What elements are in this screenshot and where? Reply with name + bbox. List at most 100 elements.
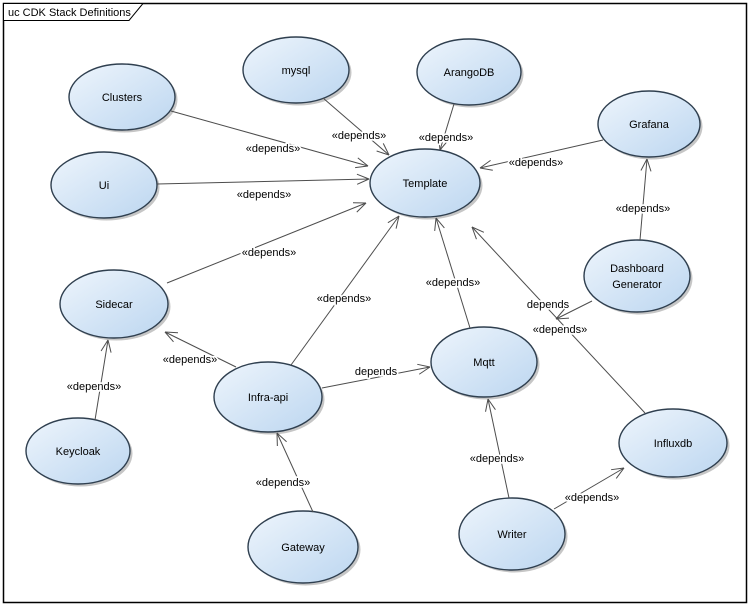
edge-label: «depends» xyxy=(470,453,524,465)
arrowhead-icon xyxy=(646,158,652,172)
arrowhead-icon xyxy=(471,226,477,240)
node-label: Writer xyxy=(497,529,526,541)
edge-writer-influxdb[interactable]: «depends» xyxy=(553,467,625,510)
node-label: Template xyxy=(403,178,448,190)
usecase-writer[interactable]: Writer xyxy=(458,497,568,573)
arrowhead-icon xyxy=(640,158,648,171)
edge-label: «depends» xyxy=(246,143,300,155)
edge-dashgen-grafana[interactable]: «depends» xyxy=(614,158,672,241)
edge-infraapi-mqtt[interactable]: depends xyxy=(321,363,431,389)
usecase-keycloak[interactable]: Keycloak xyxy=(25,417,133,487)
arrowhead-icon xyxy=(487,398,496,410)
edge-grafana-template[interactable]: «depends» xyxy=(479,139,604,171)
dependency-line xyxy=(487,398,510,499)
usecase-sidecar[interactable]: Sidecar xyxy=(59,269,171,341)
edge-arangodb-template[interactable]: «depends» xyxy=(417,103,475,151)
edge-clusters-template[interactable]: «depends» xyxy=(170,110,369,169)
node-label: Mqtt xyxy=(473,357,494,369)
arrowhead-icon xyxy=(485,398,489,412)
edge-mqtt-template[interactable]: «depends» xyxy=(424,217,482,329)
node-label: Influxdb xyxy=(654,438,693,450)
usecase-mysql[interactable]: mysql xyxy=(242,36,352,106)
arrowhead-icon xyxy=(435,217,445,229)
node-ellipse xyxy=(213,361,323,433)
usecase-grafana[interactable]: Grafana xyxy=(597,90,703,160)
usecase-mqtt[interactable]: Mqtt xyxy=(430,326,540,400)
arrowhead-icon xyxy=(471,226,485,233)
edge-writer-mqtt[interactable]: «depends» xyxy=(468,398,526,499)
node-ellipse xyxy=(59,269,169,339)
edge-label: «depends» xyxy=(426,277,480,289)
usecase-arangodb[interactable]: ArangoDB xyxy=(416,38,524,108)
edge-influxdb-template[interactable]: depends xyxy=(471,226,646,414)
edge-ui-template[interactable]: «depends» xyxy=(156,173,370,203)
arrowhead-icon xyxy=(611,467,625,471)
frame-title: uc CDK Stack Definitions xyxy=(8,7,131,19)
arrowhead-icon xyxy=(164,331,179,334)
edge-label: «depends» xyxy=(256,477,310,489)
node-ellipse xyxy=(618,408,728,478)
usecase-clusters[interactable]: Clusters xyxy=(68,63,178,133)
arrowhead-icon xyxy=(107,339,112,353)
arrowhead-icon xyxy=(357,157,369,167)
edge-infraapi-template[interactable]: «depends» xyxy=(290,215,400,366)
node-ellipse xyxy=(597,90,701,158)
arrowhead-icon xyxy=(439,139,449,151)
edge-label: «depends» xyxy=(242,247,296,259)
edge-gateway-infraapi[interactable]: «depends» xyxy=(254,432,314,513)
edge-label: «depends» xyxy=(237,189,291,201)
edge-label: «depends» xyxy=(67,381,121,393)
node-label: Sidecar xyxy=(95,299,133,311)
dependency-line xyxy=(276,432,314,513)
arrowhead-icon xyxy=(615,467,625,479)
edge-infraapi-sidecar[interactable]: «depends» xyxy=(161,331,237,368)
usecase-ui[interactable]: Ui xyxy=(50,151,160,221)
arrowhead-icon xyxy=(438,137,441,151)
dependency-line xyxy=(479,139,604,169)
node-label: Keycloak xyxy=(56,446,101,458)
node-label: Ui xyxy=(99,180,109,192)
edge-mysql-template[interactable]: «depends» xyxy=(322,97,390,156)
arrowhead-icon xyxy=(356,173,370,180)
dependency-line xyxy=(156,178,370,185)
dependency-line xyxy=(166,202,367,284)
node-ellipse xyxy=(68,63,176,131)
edge-label: «depends» xyxy=(317,293,371,305)
dependency-line xyxy=(639,158,648,241)
edge-keycloak-sidecar[interactable]: «depends» xyxy=(65,339,123,421)
arrowhead-icon xyxy=(356,202,367,213)
arrowhead-icon xyxy=(355,165,369,169)
node-label: Grafana xyxy=(629,119,670,131)
edge-dashgen-mqtt[interactable]: «depends» xyxy=(531,300,593,338)
edge-label: «depends» xyxy=(332,130,386,142)
arrowhead-icon xyxy=(555,308,565,320)
edge-label: «depends» xyxy=(616,203,670,215)
node-ellipse xyxy=(583,239,691,313)
usecase-template[interactable]: Template xyxy=(369,148,483,220)
node-ellipse xyxy=(242,36,350,104)
node-label: Dashboard xyxy=(610,263,664,275)
dependency-line xyxy=(94,339,109,421)
dependency-line xyxy=(553,467,625,510)
usecase-gateway[interactable]: Gateway xyxy=(247,510,361,586)
arrowhead-icon xyxy=(164,331,174,343)
node-ellipse xyxy=(247,510,359,584)
arrowhead-icon xyxy=(479,167,493,171)
usecase-influxdb[interactable]: Influxdb xyxy=(618,408,730,480)
dependency-line xyxy=(170,110,369,167)
node-label: ArangoDB xyxy=(444,67,495,79)
dependency-line xyxy=(321,366,431,389)
edge-sidecar-template[interactable]: «depends» xyxy=(166,202,367,284)
arrowhead-icon xyxy=(382,143,390,156)
usecase-infra-api[interactable]: Infra-api xyxy=(213,361,325,435)
dependency-line xyxy=(164,331,237,368)
node-label: Infra-api xyxy=(248,392,288,404)
node-ellipse xyxy=(25,417,131,485)
edge-label: depends xyxy=(355,366,398,378)
dependency-line xyxy=(322,97,390,156)
node-ellipse xyxy=(50,151,158,219)
node-ellipse xyxy=(458,497,566,571)
